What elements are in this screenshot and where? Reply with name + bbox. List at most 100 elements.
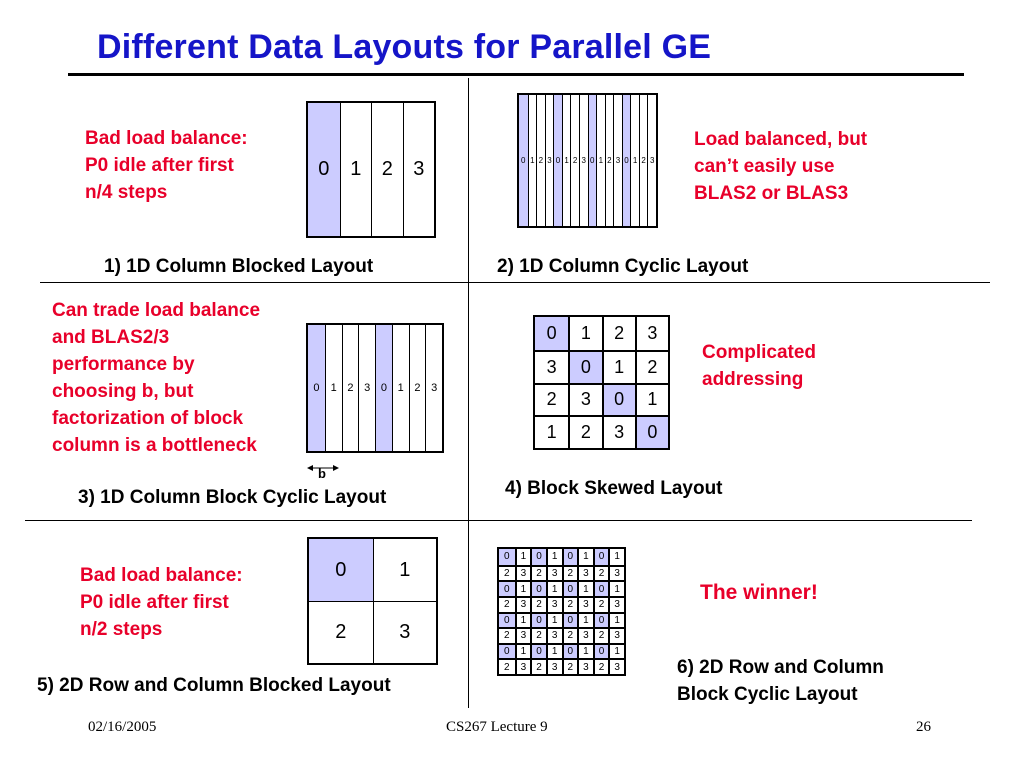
title-underline — [68, 73, 964, 76]
panel1-caption: 1) 1D Column Blocked Layout — [104, 256, 374, 277]
grid-cell: 0 — [499, 611, 515, 628]
grid-cell: 1 — [545, 611, 562, 628]
grid-cell: 0 — [592, 611, 609, 628]
grid-cell: 1 — [608, 642, 624, 659]
grid-cell: 1 — [545, 549, 562, 565]
grid-cell: 3 — [634, 317, 668, 350]
grid-cell: 2 — [592, 627, 609, 643]
grid-cell: 1 — [514, 549, 531, 565]
grid-cell: 2 — [530, 595, 546, 612]
note-line: and BLAS2/3 — [52, 327, 170, 348]
grid-cell: 1 — [601, 349, 635, 383]
note-line: Load balanced, but — [694, 129, 868, 150]
grid-cell: 0 — [530, 611, 546, 628]
column-cell: 1 — [324, 325, 342, 451]
note-line: Can trade load balance — [52, 300, 261, 321]
b-label: b — [318, 466, 326, 481]
grid-cell: 1 — [568, 317, 601, 350]
column-cell: 1 — [596, 95, 605, 226]
grid-cell: 0 — [499, 580, 515, 596]
grid-cell: 3 — [545, 658, 562, 674]
note-line: Bad load balance: — [80, 565, 243, 586]
grid-cell: 0 — [530, 580, 546, 596]
panel5-note: Bad load balance: P0 idle after first n/… — [80, 562, 243, 643]
grid-cell: 3 — [577, 595, 593, 612]
grid-cell: 3 — [514, 595, 531, 612]
grid-cell: 3 — [601, 415, 635, 448]
grid-cell: 3 — [577, 564, 593, 581]
panel2-caption: 2) 1D Column Cyclic Layout — [497, 256, 749, 277]
grid-cell: 2 — [309, 601, 373, 663]
grid-cell: 3 — [372, 601, 436, 663]
column-cell: 1 — [630, 95, 639, 226]
grid-cell: 1 — [577, 611, 593, 628]
grid-cell: 2 — [592, 658, 609, 674]
grid-cell: 2 — [568, 415, 602, 448]
grid-cell: 0 — [530, 549, 546, 565]
grid-cell: 0 — [530, 642, 546, 659]
grid-cell: 1 — [608, 580, 624, 596]
grid-cell: 1 — [372, 539, 437, 601]
grid-cell: 2 — [499, 595, 515, 612]
panel4-caption: 4) Block Skewed Layout — [505, 478, 723, 499]
grid-cell: 0 — [601, 382, 635, 416]
footer-course: CS267 Lecture 9 — [446, 719, 548, 735]
grid-cell: 2 — [499, 564, 515, 581]
grid-cell: 1 — [577, 642, 593, 659]
double-arrow-icon — [307, 465, 339, 471]
panel3-note: Can trade load balance and BLAS2/3 perfo… — [52, 297, 260, 459]
grid-cell: 0 — [499, 642, 515, 659]
grid-cell: 2 — [535, 382, 569, 416]
grid-cell: 0 — [592, 549, 609, 565]
grid-cell: 2 — [561, 658, 578, 674]
grid-cell: 2 — [530, 627, 546, 643]
column-cell: 2 — [638, 95, 648, 226]
page-title: Different Data Layouts for Parallel GE — [97, 28, 712, 66]
note-line: n/4 steps — [85, 182, 168, 203]
panel6-caption: 6) 2D Row and Column Block Cyclic Layout — [677, 654, 884, 708]
column-cell: 3 — [544, 95, 554, 226]
column-cell: 2 — [536, 95, 545, 226]
grid-cell: 1 — [634, 382, 668, 416]
grid-cell: 0 — [561, 611, 578, 628]
column-cell: 3 — [578, 95, 588, 226]
grid-cell: 1 — [577, 549, 593, 565]
panel5-caption: 5) 2D Row and Column Blocked Layout — [37, 675, 391, 696]
column-cell: 2 — [408, 325, 426, 451]
grid-cell: 1 — [514, 611, 531, 628]
grid-cell: 1 — [514, 642, 531, 659]
grid-cell: 3 — [577, 627, 593, 643]
grid-cell: 2 — [561, 564, 578, 581]
note-line: BLAS2 or BLAS3 — [694, 183, 849, 204]
note-line: can’t easily use — [694, 156, 835, 177]
column-cell: 0 — [308, 325, 325, 451]
note-line: Bad load balance: — [85, 128, 248, 149]
column-cell: 3 — [425, 325, 442, 451]
grid-cell: 3 — [608, 627, 624, 643]
panel3-caption: 3) 1D Column Block Cyclic Layout — [78, 487, 387, 508]
note-line: P0 idle after first — [80, 592, 229, 613]
column-cell: 2 — [570, 95, 579, 226]
column-cell: 2 — [604, 95, 614, 226]
footer-date: 02/16/2005 — [88, 719, 157, 735]
grid-cell: 2 — [592, 564, 609, 581]
column-cell: 0 — [553, 95, 562, 226]
grid-cell: 2 — [499, 658, 515, 674]
panel6-note: The winner! — [700, 581, 818, 604]
grid-cell: 3 — [608, 595, 624, 612]
column-cell: 0 — [587, 95, 597, 226]
column-cell: 3 — [647, 95, 656, 226]
grid-cell: 3 — [608, 658, 624, 674]
grid-cell: 3 — [545, 627, 562, 643]
column-cell: 3 — [358, 325, 375, 451]
column-cell: 0 — [519, 95, 528, 226]
note-line: performance by — [52, 354, 195, 375]
grid-cell: 2 — [561, 595, 578, 612]
column-cell: 3 — [402, 103, 435, 236]
grid-cell: 1 — [535, 415, 569, 448]
grid-cell: 3 — [535, 349, 569, 383]
grid-cell: 0 — [568, 349, 602, 383]
